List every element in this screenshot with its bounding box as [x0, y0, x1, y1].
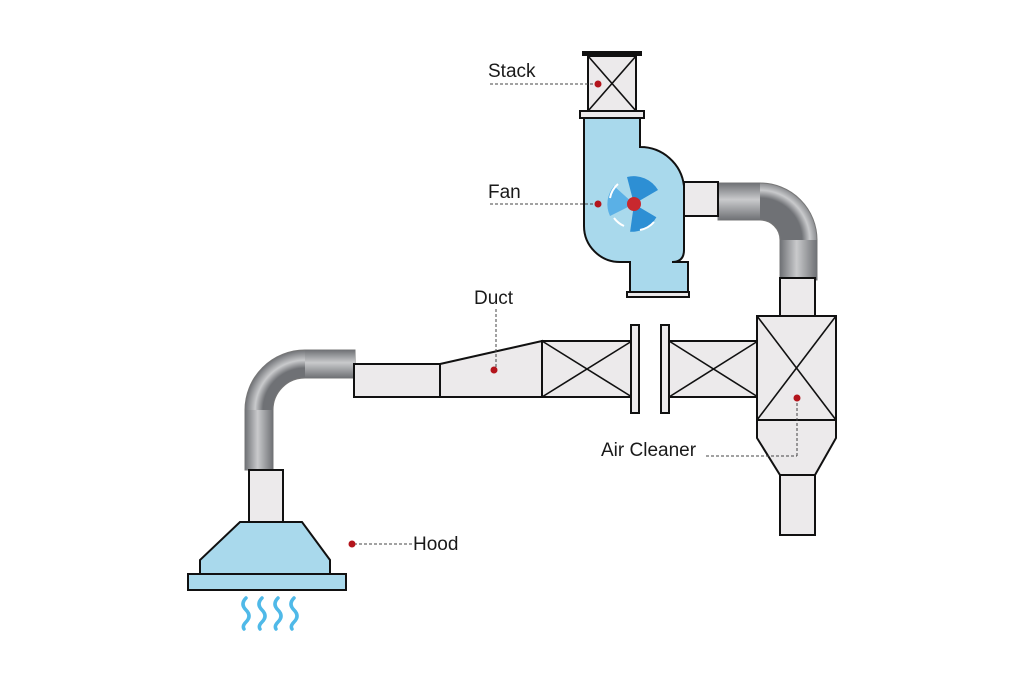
- fan-label: Fan: [488, 182, 521, 203]
- fan-outlet-collar: [683, 181, 719, 217]
- hood: [187, 469, 347, 591]
- stack-top-cap: [582, 51, 642, 56]
- fume-wave-icons: [241, 596, 299, 631]
- fan-base-flange: [626, 291, 690, 298]
- fume-wave-icon: [241, 596, 251, 631]
- duct-label: Duct: [474, 288, 514, 309]
- hood-canopy: [199, 521, 331, 575]
- fan-icon: [607, 176, 658, 232]
- fume-wave-icon: [289, 596, 299, 631]
- stack-flange: [579, 110, 645, 119]
- hood-base-plate: [187, 573, 347, 591]
- duct-flange-left: [630, 324, 640, 414]
- air-cleaner: [756, 277, 837, 536]
- duct-flange-right: [660, 324, 670, 414]
- duct-damper-left: [541, 340, 633, 398]
- duct-damper-right: [668, 340, 759, 398]
- air-cleaner-label: Air Cleaner: [601, 440, 697, 461]
- air-cleaner-inlet-collar: [779, 277, 816, 317]
- hood-label: Hood: [413, 534, 458, 555]
- callouts: [348, 80, 801, 548]
- stack-marker: [594, 80, 602, 88]
- duct-marker: [490, 366, 498, 374]
- duct: [353, 324, 759, 414]
- hood-marker: [348, 540, 356, 548]
- air-cleaner-marker: [793, 394, 801, 402]
- stack-label: Stack: [488, 61, 536, 82]
- air-cleaner-filter-box: [756, 315, 837, 421]
- stack: [579, 51, 645, 119]
- fume-wave-icon: [257, 596, 267, 631]
- hood-elbow-pipe: [244, 349, 356, 471]
- fume-wave-icon: [273, 596, 283, 631]
- fan-marker: [594, 200, 602, 208]
- air-cleaner-outlet: [779, 474, 816, 536]
- fan: [583, 117, 719, 298]
- fan-to-cleaner-pipe: [717, 182, 818, 281]
- duct-straight-section: [353, 363, 441, 398]
